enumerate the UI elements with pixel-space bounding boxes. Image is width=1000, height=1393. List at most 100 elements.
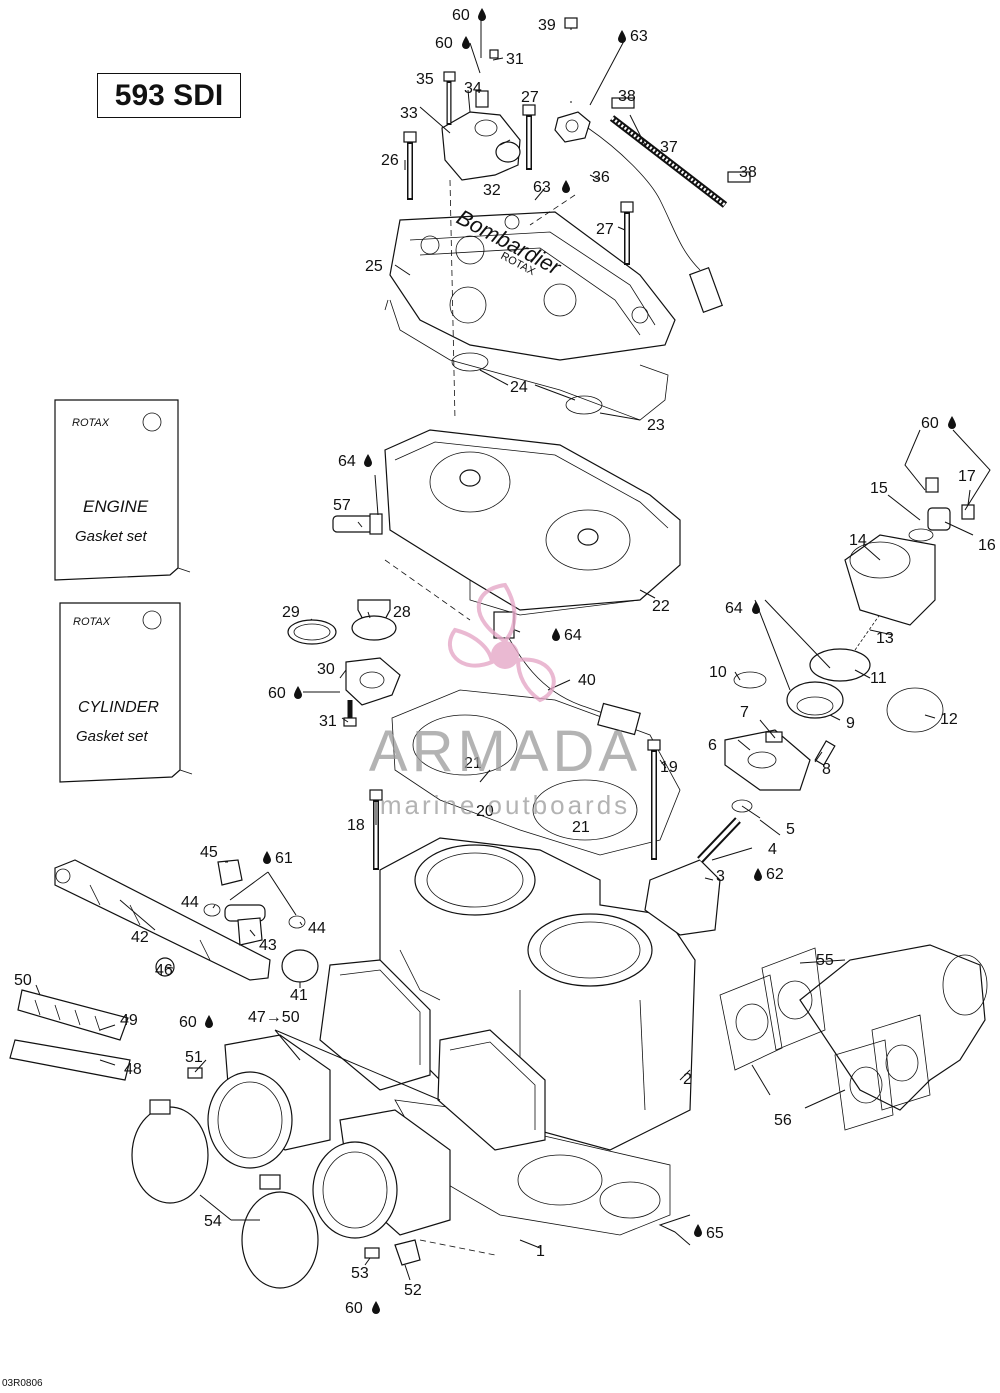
svg-text:46: 46 [155,962,173,979]
watermark-title: ARMADA [368,719,642,784]
svg-text:47→50: 47→50 [248,1009,300,1026]
svg-text:7: 7 [740,704,749,721]
svg-text:50: 50 [14,972,32,989]
cylinder-head [384,429,681,616]
svg-text:51: 51 [185,1049,203,1066]
svg-text:ROTAX: ROTAX [73,616,111,628]
svg-text:42: 42 [131,929,149,946]
svg-text:5: 5 [786,821,795,838]
cylinder-gasket-set-booklet: ROTAX CYLINDER Gasket set [59,602,193,783]
diagram-title: 593 SDI [97,73,241,118]
exhaust-gaskets [719,947,931,1131]
svg-text:16: 16 [978,537,996,554]
svg-text:37: 37 [660,139,678,156]
svg-text:29: 29 [282,604,300,621]
svg-text:28: 28 [393,604,411,621]
svg-text:60: 60 [452,7,470,24]
svg-text:34: 34 [464,80,482,97]
svg-text:27: 27 [521,89,539,106]
svg-text:ROTAX: ROTAX [72,417,110,429]
svg-text:60: 60 [345,1300,363,1317]
svg-text:20: 20 [476,803,494,820]
svg-text:32: 32 [483,182,501,199]
rave-valve-assembly [644,477,975,936]
svg-text:12: 12 [940,711,958,728]
svg-text:Gasket set: Gasket set [76,728,149,745]
svg-text:33: 33 [400,105,418,122]
svg-text:63: 63 [533,179,551,196]
svg-text:63: 63 [630,28,648,45]
svg-text:10: 10 [709,664,727,681]
svg-text:21: 21 [572,819,590,836]
svg-text:52: 52 [404,1282,422,1299]
svg-text:56: 56 [774,1112,792,1129]
svg-text:64: 64 [725,600,743,617]
svg-text:ENGINE: ENGINE [83,497,149,516]
svg-text:CYLINDER: CYLINDER [78,699,159,716]
head-cover: Bombardier ROTAX [389,204,676,361]
svg-text:49: 49 [120,1012,138,1029]
svg-text:36: 36 [592,169,610,186]
watermark-subtitle: marine outboards [379,790,631,820]
callout-labels: 60 60 31 39 63 35 34 27 38 33 37 26 32 6… [14,7,996,1317]
svg-text:19: 19 [660,759,678,776]
svg-text:44: 44 [181,894,199,911]
svg-text:18: 18 [347,817,365,834]
svg-text:61: 61 [275,850,293,867]
svg-text:60: 60 [435,35,453,52]
svg-text:2: 2 [683,1071,692,1088]
hose-clamps [131,1099,319,1289]
head-gasket [391,689,681,856]
svg-text:40: 40 [578,672,596,689]
injector [203,859,306,946]
engine-gasket-set-booklet: ROTAX ENGINE Gasket set [54,399,191,581]
svg-text:55: 55 [816,952,834,969]
svg-text:64: 64 [564,627,582,644]
cover-gasket [384,299,669,421]
svg-text:26: 26 [381,152,399,169]
reference-code: 03R0806 [2,1378,43,1389]
svg-text:39: 39 [538,17,556,34]
svg-text:11: 11 [870,670,887,687]
svg-text:8: 8 [822,761,831,778]
svg-text:31: 31 [506,51,524,68]
svg-text:64: 64 [338,453,356,470]
svg-text:1: 1 [536,1243,545,1260]
bolts-top [403,17,634,265]
svg-text:31: 31 [319,713,337,730]
svg-text:17: 17 [958,468,976,485]
intake-adapters [207,1034,451,1239]
svg-text:27: 27 [596,221,614,238]
svg-text:13: 13 [876,630,894,647]
svg-text:4: 4 [768,841,777,858]
svg-text:60: 60 [179,1014,197,1031]
svg-text:53: 53 [351,1265,369,1282]
svg-text:62: 62 [766,866,784,883]
svg-text:35: 35 [416,71,434,88]
svg-text:Gasket set: Gasket set [75,528,148,545]
exhaust-manifold [799,944,988,1111]
svg-text:25: 25 [365,258,383,275]
svg-text:65: 65 [706,1225,724,1242]
svg-text:60: 60 [268,685,286,702]
svg-text:23: 23 [647,417,665,434]
svg-text:41: 41 [290,987,308,1004]
water-pump-hose-40 [493,611,641,736]
svg-text:54: 54 [204,1213,222,1230]
wire-loom [609,97,751,208]
small-parts-41-46 [155,949,319,983]
leader-lines [35,18,991,1281]
watermark-propeller-logo [448,582,556,703]
svg-text:21: 21 [464,755,482,772]
svg-text:30: 30 [317,661,335,678]
thermostat-housing-cover [441,111,521,181]
fuel-rail [54,859,271,981]
svg-text:3: 3 [716,868,725,885]
svg-text:14: 14 [849,532,867,549]
fitting-57 [332,513,383,535]
bottom-small-bolts [187,1067,421,1266]
svg-text:48: 48 [124,1061,142,1078]
svg-text:22: 22 [652,598,670,615]
svg-text:24: 24 [510,379,528,396]
